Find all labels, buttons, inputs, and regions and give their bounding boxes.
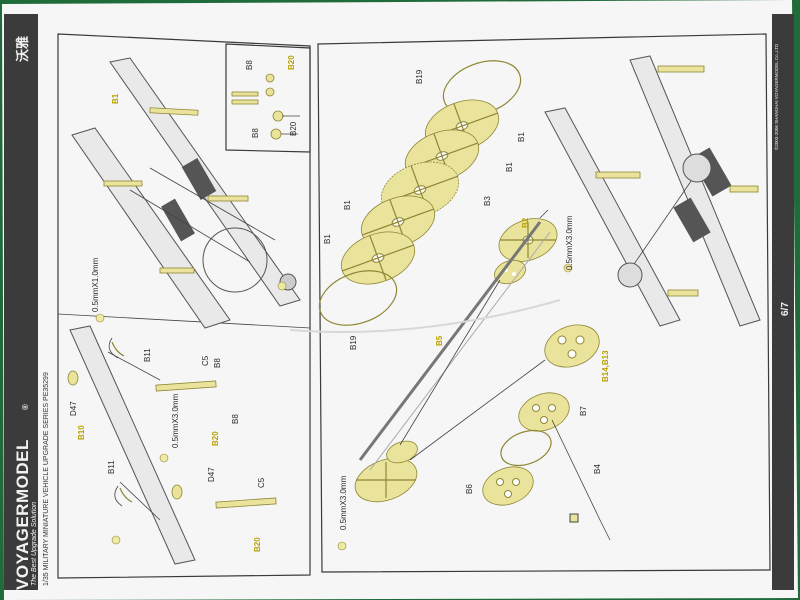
label-b20-lower-b: B20 [253,537,262,552]
wheel-hub-small [494,259,526,285]
pe-bar-1 [149,107,199,116]
label-b19-top: B19 [415,69,424,84]
inset-box [225,43,311,153]
drum-b7 [518,392,570,432]
step-marker-5 [563,263,573,273]
label-dim-4: 0.5mmX3.0mm [339,475,348,530]
label-b1-r2: B1 [505,162,514,172]
right-strip [772,14,794,590]
upper-hull-sketch [71,57,301,329]
brand-chinese: 沃雅 [15,36,30,62]
pe-bar-c5-upper [155,380,217,392]
label-b11-lower: B11 [107,460,116,474]
label-b7: B7 [579,406,588,416]
label-b8-inset-b: B8 [251,128,260,138]
label-b19-bottom: B19 [349,335,358,350]
label-b3: B3 [483,196,492,206]
drum-b14 [544,324,600,368]
pe-part-b11-lower [119,487,133,503]
step-marker-1 [95,313,105,323]
left-panel-frame [57,33,311,579]
pe-bar-right-4 [667,289,699,297]
label-b20-inset-a: B20 [287,55,296,70]
label-b2: B2 [521,217,530,228]
label-d47-upper: D47 [69,401,78,416]
label-b10: B10 [77,425,86,440]
label-b20-lower-a: B20 [211,431,220,446]
ring-b4 [500,429,552,467]
pe-bar-3 [207,195,249,202]
label-b4: B4 [593,464,602,474]
step-marker-4 [277,281,287,291]
label-b11-upper: B11 [143,348,152,362]
label-b20-inset-b: B20 [289,121,298,136]
step-marker-2 [159,453,169,463]
pe-bar-4 [159,267,195,274]
label-dim-2: 0.5mmX3.0mm [171,393,180,448]
paper-fold-crease [289,299,561,333]
right-hull-sketch [544,55,761,327]
label-dim-1: 0.5mmX1.0mm [91,257,100,312]
label-b6: B6 [465,484,474,494]
brand-strip [4,14,38,590]
inset-parts [231,73,300,140]
label-b1-r3: B1 [343,200,352,210]
step-marker-6 [337,541,347,551]
axle-rod-b5-highlight [369,231,551,471]
label-c5-upper: C5 [201,355,210,366]
leader-lines [399,209,611,541]
drum-b6 [482,466,534,506]
brand-tagline: The Best Upgrade Solution [31,502,38,586]
pe-bar-2 [103,180,143,187]
label-c5-lower: C5 [257,477,266,488]
label-b1-left: B1 [111,93,120,104]
step-marker-3 [111,535,121,545]
right-panel-frame [317,33,771,573]
brand-name: VOYAGERMODEL [13,439,32,590]
label-b8-lower-a: B8 [213,358,222,368]
pe-part-d47-upper [67,370,79,386]
step-marker-7 [569,513,579,523]
pe-bar-right-2 [595,171,641,179]
lower-hull-sketch [69,325,196,565]
axle-rod-b5 [358,221,542,461]
label-b5: B5 [435,335,444,346]
page-number: 6/7 [780,302,791,316]
label-b14-b13: B14,B13 [601,350,610,382]
pe-bar-right-1 [657,65,705,73]
wheel-stack [318,60,522,326]
label-b8-lower-b: B8 [231,414,240,424]
copyright: ©2003-2006 SHANGHAI VOYAGERMODEL Co.,LTD [773,43,779,150]
label-d47-lower: D47 [207,467,216,482]
registered-mark: ® [21,404,30,410]
pe-part-d47-lower [171,484,183,500]
label-b1-r1: B1 [517,132,526,142]
label-dim-3: 0.5mmX3.0mm [565,215,574,270]
pe-bar-right-3 [729,185,759,193]
wheel-lower-left [354,440,418,503]
pe-bar-c5-lower [215,497,277,509]
pe-part-b11-upper [111,341,125,357]
label-b1-r4: B1 [323,234,332,244]
label-b8-inset-a: B8 [245,60,254,70]
series-line: 1/35 MILITARY MINIATURE VEHICLE UPGRADE … [43,372,50,586]
